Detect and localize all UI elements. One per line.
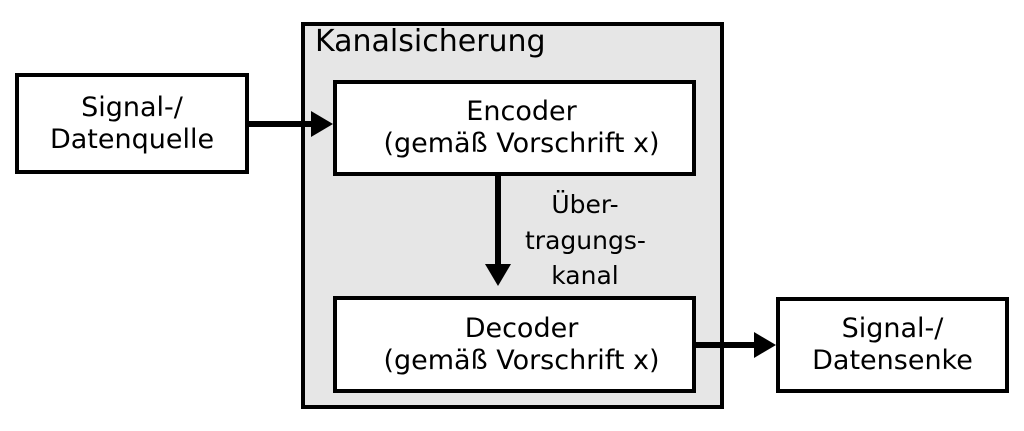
edge-label-line-2: tragungs- bbox=[525, 225, 646, 255]
node-signal-data-sink-text: Signal-/ Datensenke bbox=[812, 313, 973, 377]
node-source-line-1: Signal-/ bbox=[81, 91, 183, 123]
node-encoder-text: Encoder (gemäß Vorschrift x) bbox=[369, 96, 659, 160]
node-sink-line-1: Signal-/ bbox=[841, 313, 944, 345]
node-source-line-2: Datenquelle bbox=[49, 123, 215, 155]
arrow-source-to-encoder-icon bbox=[249, 121, 313, 127]
node-decoder-text: Decoder (gemäß Vorschrift x) bbox=[369, 313, 659, 377]
node-decoder: Decoder (gemäß Vorschrift x) bbox=[333, 296, 696, 393]
node-signal-data-source: Signal-/ Datenquelle bbox=[15, 73, 249, 174]
group-kanalsicherung-label: Kanalsicherung bbox=[315, 24, 546, 59]
node-encoder-line-1: Encoder bbox=[466, 96, 577, 128]
arrow-encoder-to-decoder-icon bbox=[495, 176, 501, 266]
node-signal-data-sink: Signal-/ Datensenke bbox=[776, 297, 1009, 393]
edge-label-transmission-channel: Über- tragungs- kanal bbox=[525, 187, 646, 294]
node-decoder-line-2: (gemäß Vorschrift x) bbox=[383, 344, 660, 376]
edge-label-line-1: Über- bbox=[551, 190, 619, 219]
edge-label-line-3: kanal bbox=[551, 261, 619, 290]
node-signal-data-source-text: Signal-/ Datenquelle bbox=[50, 92, 214, 156]
node-sink-line-2: Datensenke bbox=[812, 345, 973, 376]
node-encoder: Encoder (gemäß Vorschrift x) bbox=[333, 80, 696, 176]
arrow-decoder-to-sink-icon bbox=[696, 342, 756, 348]
node-encoder-line-2: (gemäß Vorschrift x) bbox=[383, 128, 660, 159]
node-decoder-line-1: Decoder bbox=[464, 312, 579, 344]
